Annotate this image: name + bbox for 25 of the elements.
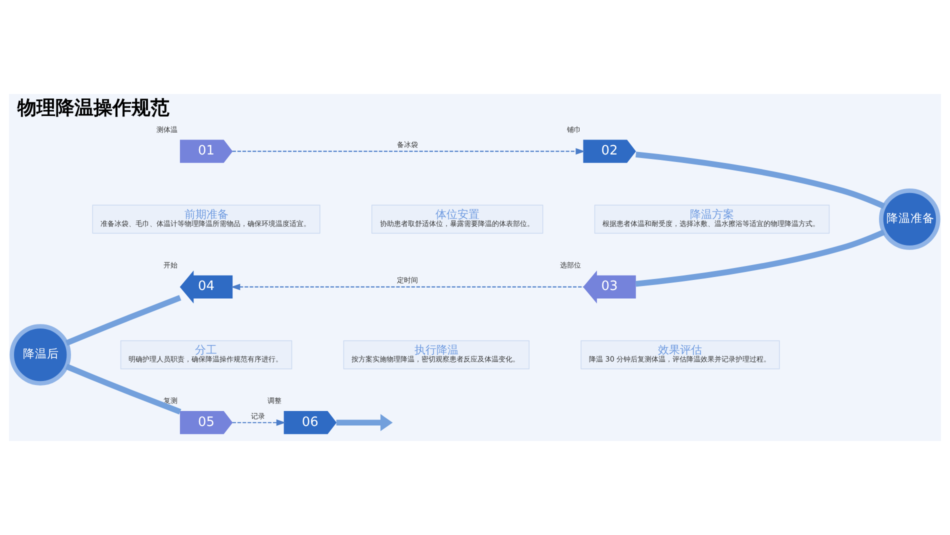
node-label: 选部位 xyxy=(560,260,581,270)
node-box: 执行降温 按方案实施物理降温，密切观察患者反应及体温变化。 xyxy=(343,340,530,370)
node-box: 降温方案 根据患者体温和耐受度，选择冰敷、温水擦浴等适宜的物理降温方式。 xyxy=(594,204,830,234)
node-label: 铺巾 xyxy=(566,124,581,134)
node-circle: 降温准备 xyxy=(879,188,940,250)
connector xyxy=(65,295,182,346)
node-circle: 降温后 xyxy=(10,324,71,386)
diagram-title: 物理降温操作规范 xyxy=(18,98,170,120)
node-box: 效果评估 降温 30 分钟后复测体温，评估降温效果并记录护理过程。 xyxy=(580,340,780,370)
node-box: 体位安置 协助患者取舒适体位，暴露需要降温的体表部位。 xyxy=(371,204,544,234)
connector xyxy=(636,229,886,287)
edge-label: 定时间 xyxy=(397,276,418,285)
node-label: 复测 xyxy=(164,396,178,406)
arrow xyxy=(336,414,393,432)
edge-label: 备冰袋 xyxy=(397,140,418,150)
node-label: 测体温 xyxy=(156,124,178,134)
node-box: 前期准备 准备冰袋、毛巾、体温计等物理降温所需物品，确保环境温度适宜。 xyxy=(92,204,320,234)
node-label: 调整 xyxy=(268,396,282,406)
edge-label: 记录 xyxy=(251,411,265,420)
connector xyxy=(636,152,886,209)
node-label: 开始 xyxy=(164,260,178,270)
arrow xyxy=(230,284,584,290)
arrow xyxy=(232,419,286,426)
node-box: 分工 明确护理人员职责，确保降温操作规范有序进行。 xyxy=(120,340,292,370)
arrow xyxy=(232,148,586,155)
